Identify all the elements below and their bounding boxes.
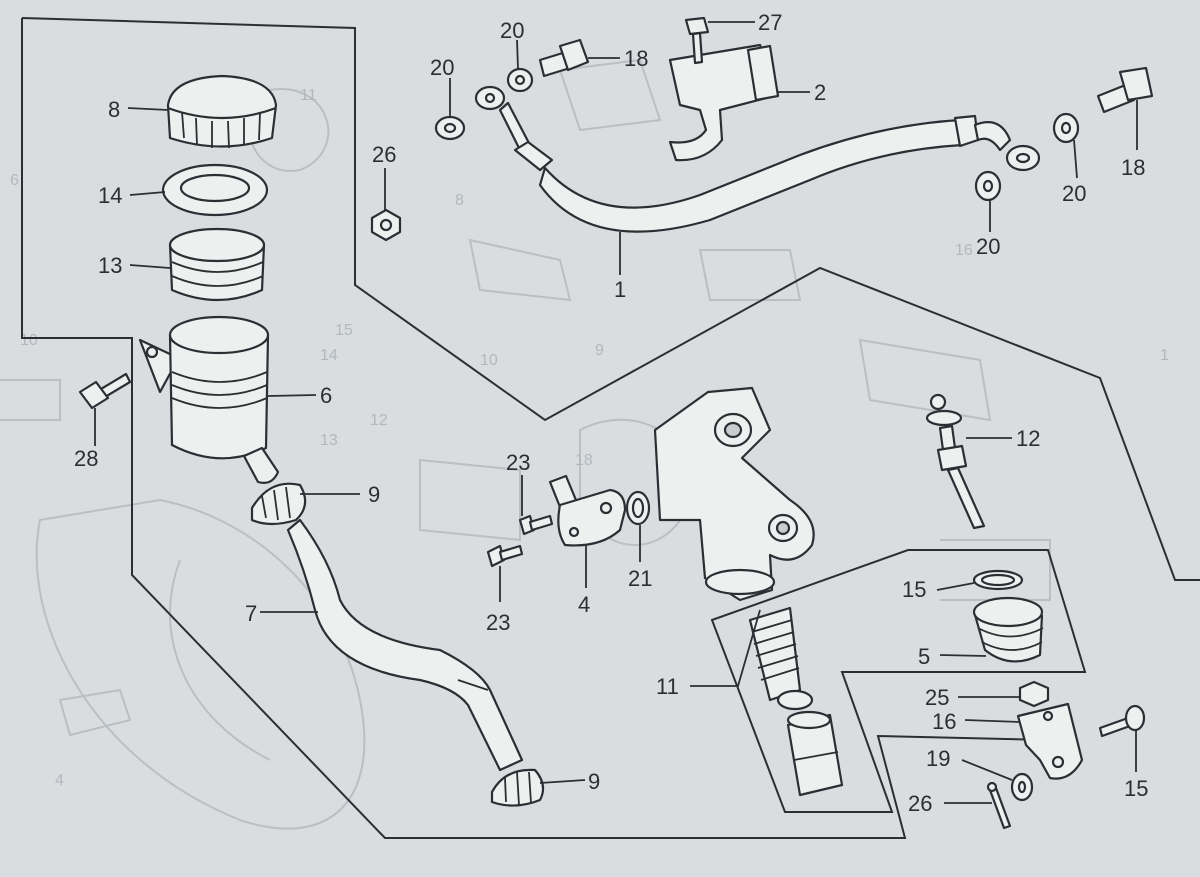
ghost-label: 1: [1160, 347, 1169, 364]
callout-27: 27: [758, 10, 782, 35]
washer-icon: [434, 115, 466, 141]
piston-icon: [748, 606, 844, 797]
ghost-label: 10: [20, 332, 38, 349]
callout-9-lower: 9: [588, 769, 600, 794]
callout-1: 1: [614, 277, 626, 302]
rod-icon: [925, 393, 986, 530]
bolt-icon: [78, 372, 132, 410]
callout-16: 16: [932, 709, 956, 734]
ghost-label: 9: [595, 342, 604, 359]
callout-28: 28: [74, 446, 98, 471]
callout-15: 15: [1124, 776, 1148, 801]
callout-2: 2: [814, 80, 826, 105]
callout-21: 21: [628, 566, 652, 591]
nut-icon: [370, 208, 402, 242]
callout-14: 15: [902, 577, 926, 602]
callout-24: 26: [372, 142, 396, 167]
bolt-icon: [538, 38, 590, 78]
master-cylinder-icon: [653, 386, 815, 602]
callout-5: 5: [918, 644, 930, 669]
bolt-icon: [1096, 66, 1154, 114]
washer-icon: [974, 170, 1002, 202]
hose-icon: [474, 85, 1041, 233]
callout-4: 4: [578, 592, 590, 617]
washer-icon: [506, 67, 534, 93]
callout-18: 18: [1121, 155, 1145, 180]
circlip-icon: [972, 569, 1024, 591]
clip-icon: [250, 482, 307, 526]
oring-icon: [625, 490, 651, 526]
callout-26: 26: [908, 791, 932, 816]
callout-6: 6: [320, 383, 332, 408]
callout-12: 13: [98, 253, 122, 278]
callouts: 18 8 14 13 6 28 9 7 9 26 20 20 18 27 2 1…: [74, 10, 1148, 816]
washer-icon: [1010, 772, 1034, 802]
joint-icon: [548, 474, 627, 547]
callout-25: 25: [925, 685, 949, 710]
ghost-label: 4: [55, 772, 64, 789]
ghost-label: 14: [320, 347, 338, 364]
callout-9-upper: 9: [368, 482, 380, 507]
cap-icon: [166, 74, 278, 149]
piston-subassembly-box: [710, 549, 1087, 813]
callout-23-lower: 23: [486, 610, 510, 635]
ghost-label: 10: [480, 352, 498, 369]
ghost-label: 15: [335, 322, 353, 339]
ghost-label: 12: [370, 412, 388, 429]
joint-icon: [1016, 702, 1084, 780]
screw-icon: [486, 544, 524, 568]
ghost-label: 8: [455, 192, 464, 209]
callout-20-a: 20: [430, 55, 454, 80]
hose-icon: [286, 518, 524, 772]
callout-13: 14: [98, 183, 122, 208]
leader-lines: [94, 21, 1138, 804]
callout-20-d: 20: [976, 234, 1000, 259]
callout-7: 7: [245, 601, 257, 626]
assembly-boundary: [21, 17, 1200, 581]
ghost-label: 16: [955, 242, 973, 259]
callout-18-top: 18: [624, 46, 648, 71]
background-ghost-drawing: 11 8 6 10 15 14 12 13 18 16 1 10 9 4: [0, 58, 1169, 830]
pin-icon: [986, 781, 1012, 830]
callout-23-upper: 23: [506, 450, 530, 475]
bracket-icon: [668, 43, 780, 162]
ghost-label: 11: [300, 87, 317, 104]
bolt-icon: [684, 16, 710, 65]
reservoir-icon: [138, 315, 280, 484]
screw-icon: [518, 514, 554, 536]
callout-19: 19: [926, 746, 950, 771]
clip-icon: [490, 768, 545, 807]
nut-icon: [1018, 680, 1050, 708]
assembly-boundary-left: [21, 18, 1049, 839]
diaphragm-icon: [168, 227, 266, 302]
plate-icon: [161, 163, 269, 217]
bolt-icon: [1098, 704, 1146, 738]
ghost-label: 13: [320, 432, 338, 449]
callout-20-b: 20: [500, 18, 524, 43]
callout-20-c: 20: [1062, 181, 1086, 206]
callout-10: 11: [656, 674, 679, 699]
callout-8: 8: [108, 97, 120, 122]
ghost-label: 6: [10, 172, 19, 189]
callout-11: 12: [1016, 426, 1040, 451]
boot-icon: [972, 596, 1044, 663]
ghost-label: 18: [575, 452, 593, 469]
washer-icon: [1052, 112, 1080, 144]
